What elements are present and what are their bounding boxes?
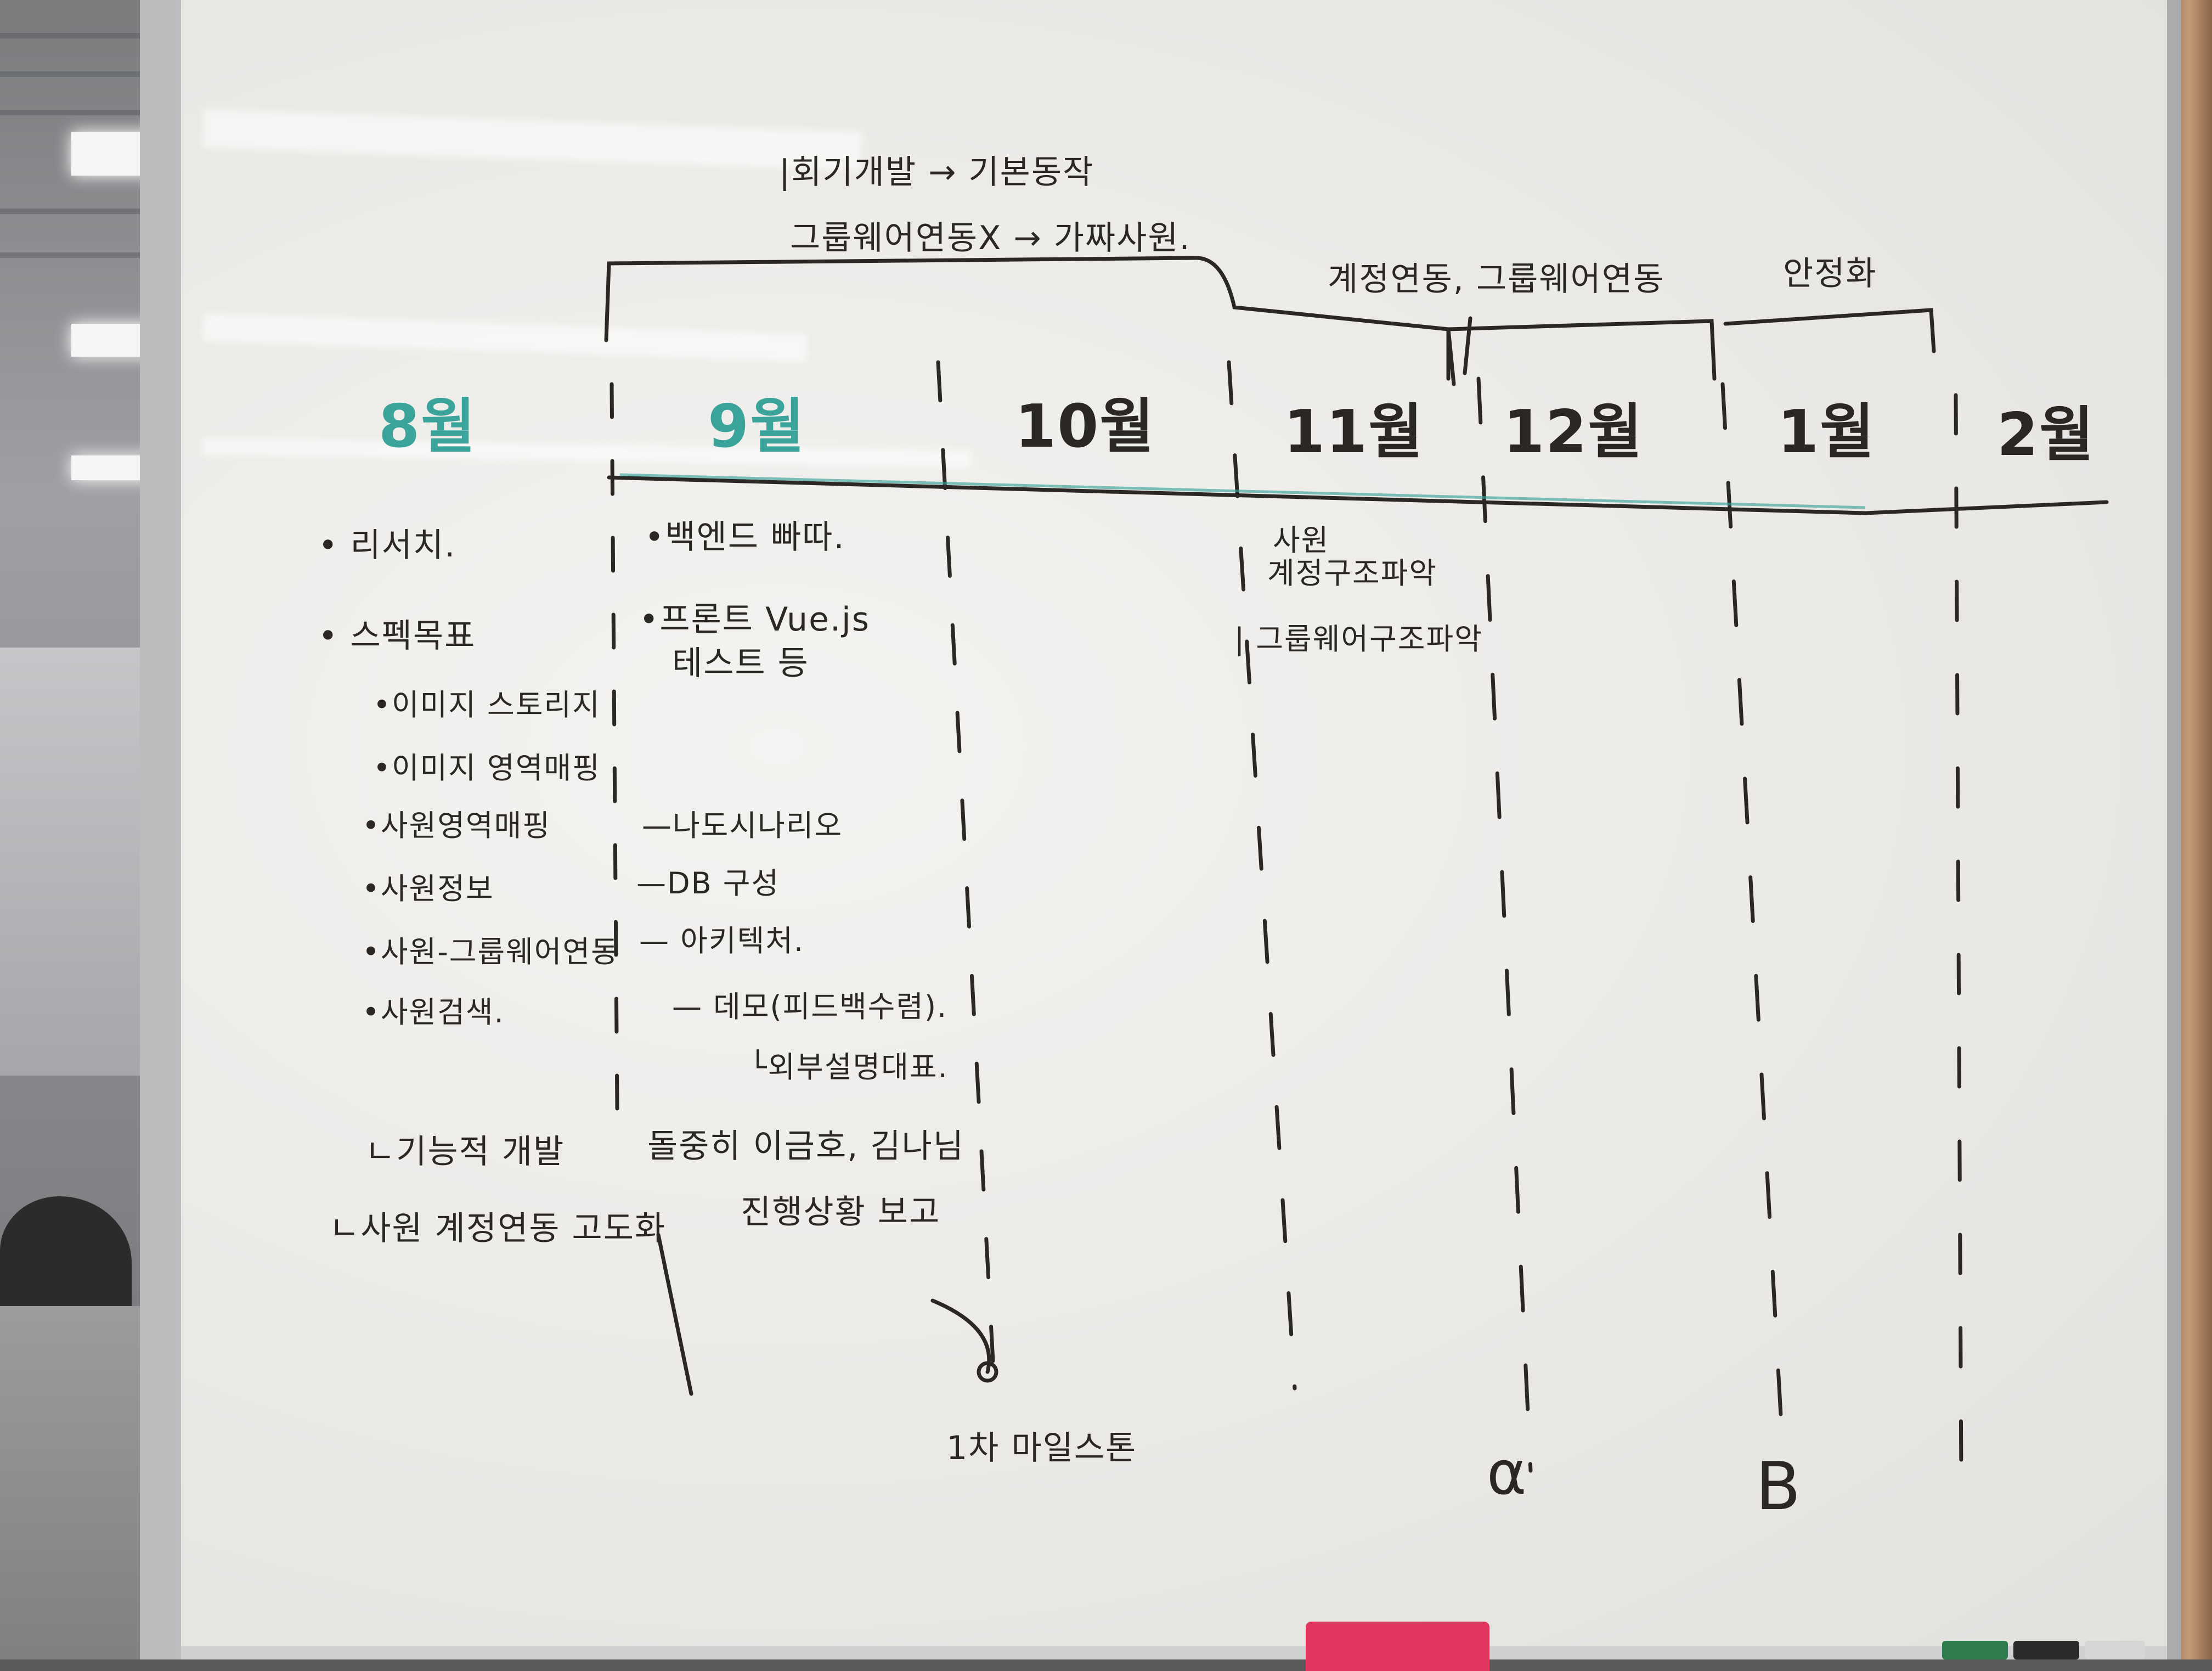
aug-item: •이미지 스토리지 bbox=[373, 688, 601, 722]
annotation-account-groupware: 계정연동, 그룹웨어연동 bbox=[1328, 260, 1665, 299]
glass-partition bbox=[0, 648, 159, 1076]
nov-employee: 사원 bbox=[1273, 523, 1330, 558]
aug-item: •사원정보 bbox=[362, 871, 494, 906]
aug-research: • 리서치. bbox=[318, 526, 456, 565]
header-note-2: 그룹웨어연동X → 가짜사원. bbox=[790, 219, 1191, 257]
aug-item: •사원영역매핑 bbox=[362, 808, 551, 843]
white-marker bbox=[2085, 1641, 2145, 1659]
green-marker bbox=[1942, 1641, 2008, 1659]
month-label-aug: 8월 bbox=[379, 392, 477, 461]
sep-backend: •백엔드 빠따. bbox=[645, 518, 845, 556]
month-label-feb: 2월 bbox=[1997, 401, 2095, 469]
milestone-alpha: α bbox=[1487, 1438, 1528, 1508]
sep-item: —나도시나리오 bbox=[642, 808, 843, 843]
milestone-beta: B bbox=[1756, 1449, 1802, 1525]
eraser bbox=[1306, 1622, 1489, 1671]
header-note-1: |회기개발 → 기본동작 bbox=[779, 153, 1094, 192]
month-label-jan: 1월 bbox=[1778, 398, 1876, 466]
aug-item: •이미지 영역매핑 bbox=[373, 751, 601, 785]
sep-item: — 아키텍처. bbox=[639, 924, 805, 958]
bottom-note-2: ㄴ사원 계정연동 고도화 bbox=[329, 1209, 667, 1248]
whiteboard bbox=[181, 0, 2167, 1659]
sep-test: 테스트 등 bbox=[672, 644, 809, 683]
month-label-nov: 11월 bbox=[1284, 398, 1424, 466]
bottom-note-4: 진행상황 보고 bbox=[741, 1193, 941, 1231]
month-label-dec: 12월 bbox=[1503, 398, 1644, 466]
nov-account-structure: 계정구조파악 bbox=[1267, 556, 1438, 590]
aug-spec: • 스펙목표 bbox=[318, 617, 476, 655]
black-marker bbox=[2013, 1641, 2079, 1659]
bottom-note-3: 돌중히 이금호, 김나님 bbox=[647, 1127, 965, 1166]
desk bbox=[0, 1306, 159, 1659]
milestone-1-label: 1차 마일스톤 bbox=[946, 1429, 1137, 1467]
marker-tray bbox=[181, 1646, 2167, 1659]
month-label-sep: 9월 bbox=[708, 392, 806, 461]
person-silhouette bbox=[0, 1196, 132, 1317]
sep-item: —DB 구성 bbox=[636, 866, 780, 901]
month-label-oct: 10월 bbox=[1015, 392, 1155, 461]
sep-item: └외부설명대표. bbox=[749, 1050, 949, 1084]
aug-item: •사원검색. bbox=[362, 995, 505, 1029]
nov-groupware-structure: | 그룹웨어구조파악 bbox=[1234, 622, 1483, 656]
sep-front: •프론트 Vue.js bbox=[639, 600, 870, 639]
annotation-stabilization: 안정화 bbox=[1783, 255, 1877, 293]
sep-item: — 데모(피드백수렴). bbox=[672, 989, 948, 1024]
aug-item: •사원-그룹웨어연동 bbox=[362, 935, 619, 969]
bottom-note-1: ㄴ기능적 개발 bbox=[365, 1133, 565, 1171]
